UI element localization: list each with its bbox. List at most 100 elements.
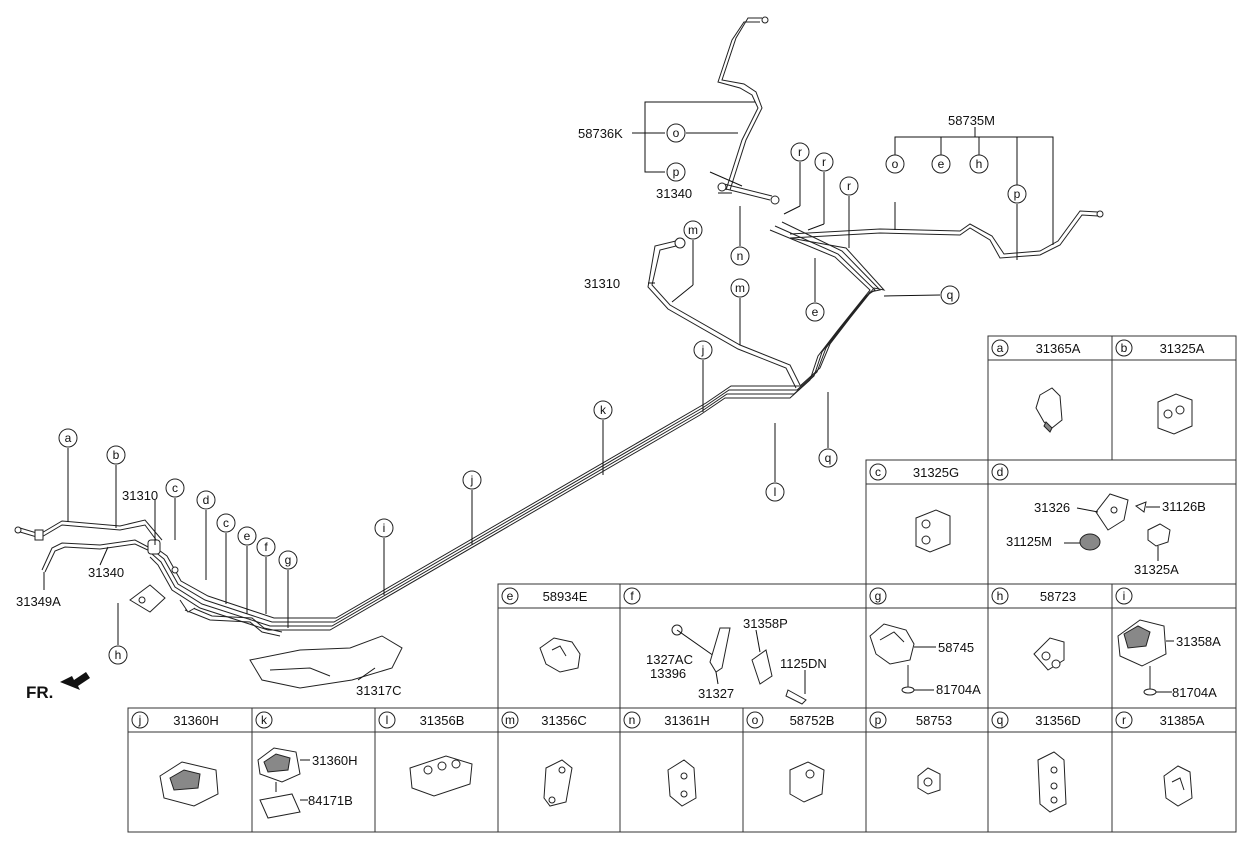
svg-text:m: m xyxy=(735,281,745,295)
callout-m2: m xyxy=(683,220,703,240)
svg-text:l: l xyxy=(386,713,389,727)
callout-h: h xyxy=(108,645,128,665)
svg-text:c: c xyxy=(223,516,229,530)
callout-a: a xyxy=(58,428,78,448)
svg-text:g: g xyxy=(875,589,882,603)
front-arrow-icon xyxy=(60,672,90,690)
bracket-assembly-f-icon xyxy=(671,624,807,705)
label-58736K: 58736K xyxy=(578,126,623,141)
brake-pipe-bundle xyxy=(14,16,1104,637)
clip-31356D-icon xyxy=(1037,751,1067,813)
svg-text:h: h xyxy=(115,648,122,662)
svg-text:d: d xyxy=(203,493,210,507)
bracket-58723-icon xyxy=(1033,637,1065,671)
callout-n: n xyxy=(730,246,750,266)
svg-text:h: h xyxy=(976,157,983,171)
callout-q2: q xyxy=(940,285,960,305)
svg-text:k: k xyxy=(261,713,268,727)
cell-r-code: 31385A xyxy=(1160,713,1205,728)
clip-58745-icon xyxy=(869,623,936,694)
svg-text:r: r xyxy=(1122,713,1126,727)
svg-text:o: o xyxy=(673,126,680,140)
svg-text:f: f xyxy=(264,540,268,554)
svg-text:f: f xyxy=(630,589,634,603)
label-31349A: 31349A xyxy=(16,594,61,609)
svg-text:i: i xyxy=(383,521,386,535)
svg-text:l: l xyxy=(774,485,777,499)
cell-q-code: 31356D xyxy=(1035,713,1081,728)
svg-text:r: r xyxy=(798,145,802,159)
cell-h-code: 58723 xyxy=(1040,589,1076,604)
d-sub-31125M: 31125M xyxy=(1006,534,1052,549)
callout-f: f xyxy=(256,537,276,557)
svg-text:p: p xyxy=(673,165,680,179)
f-sub-31327: 31327 xyxy=(698,686,734,701)
cell-m-code: 31356C xyxy=(541,713,587,728)
callout-g: g xyxy=(278,550,298,570)
label-31317C: 31317C xyxy=(356,683,402,698)
bracket-assembly-d-icon xyxy=(1079,493,1171,551)
clip-31361H-icon xyxy=(667,759,697,807)
callout-b: b xyxy=(106,445,126,465)
callout-o: o xyxy=(666,123,686,143)
svg-text:q: q xyxy=(947,288,954,302)
g-sub-81704A: 81704A xyxy=(936,682,981,697)
svg-text:q: q xyxy=(997,713,1004,727)
f-sub-1125DN: 1125DN xyxy=(780,656,827,671)
clip-31356B-icon xyxy=(409,755,473,797)
svg-text:r: r xyxy=(847,179,851,193)
svg-text:g: g xyxy=(285,553,292,567)
callout-p2: p xyxy=(1007,184,1027,204)
cell-c-code: 31325G xyxy=(913,465,959,480)
clip-31360H-icon xyxy=(159,761,219,807)
svg-text:e: e xyxy=(244,529,251,543)
bracket-h xyxy=(129,584,166,613)
cell-n-code: 31361H xyxy=(664,713,710,728)
k-sub-84171B: 84171B xyxy=(308,793,353,808)
callout-e3: e xyxy=(931,154,951,174)
cell-j-code: 31360H xyxy=(173,713,219,728)
heat-shield-31317C xyxy=(249,635,403,689)
d-sub-31126B: 31126B xyxy=(1162,499,1206,514)
svg-text:j: j xyxy=(470,473,474,487)
callout-j: j xyxy=(462,470,482,490)
i-sub-31358A: 31358A xyxy=(1176,634,1221,649)
svg-text:e: e xyxy=(938,157,945,171)
clip-58752B-icon xyxy=(789,761,825,803)
svg-text:a: a xyxy=(997,341,1004,355)
f-sub-31358P: 31358P xyxy=(743,616,788,631)
f-sub-1327AC: 1327AC xyxy=(646,652,693,667)
clip-58934E-icon xyxy=(539,637,581,673)
svg-text:m: m xyxy=(688,223,698,237)
svg-text:e: e xyxy=(507,589,514,603)
svg-text:n: n xyxy=(737,249,744,263)
leader-lines xyxy=(43,101,1054,681)
clamp-31325A-icon xyxy=(1157,393,1193,435)
svg-text:d: d xyxy=(997,465,1004,479)
clip-31360H-84171B-icon xyxy=(257,747,310,819)
callout-k: k xyxy=(593,400,613,420)
table-headers: a 31365A b 31325A c 31325G d e 58934E f … xyxy=(131,339,1205,729)
clip-31365A-icon xyxy=(1035,387,1063,433)
callout-q: q xyxy=(818,448,838,468)
sub-part-labels: 31326 31126B 31125M 31325A 31358P 1327AC… xyxy=(308,499,1221,808)
svg-text:h: h xyxy=(997,589,1004,603)
svg-text:b: b xyxy=(1121,341,1128,355)
svg-text:o: o xyxy=(752,713,759,727)
i-sub-81704A: 81704A xyxy=(1172,685,1217,700)
svg-text:k: k xyxy=(600,403,607,417)
callout-l: l xyxy=(765,482,785,502)
label-31310-top: 31310 xyxy=(584,276,620,291)
callout-c2: c xyxy=(216,513,236,533)
callout-p: p xyxy=(666,162,686,182)
callout-i: i xyxy=(374,518,394,538)
callout-c: c xyxy=(165,478,185,498)
svg-text:o: o xyxy=(892,157,899,171)
svg-text:c: c xyxy=(172,481,178,495)
g-sub-58745: 58745 xyxy=(938,640,974,655)
cell-a-code: 31365A xyxy=(1036,341,1081,356)
callout-h2: h xyxy=(969,154,989,174)
part-drawings xyxy=(159,387,1193,819)
cell-p-code: 58753 xyxy=(916,713,952,728)
